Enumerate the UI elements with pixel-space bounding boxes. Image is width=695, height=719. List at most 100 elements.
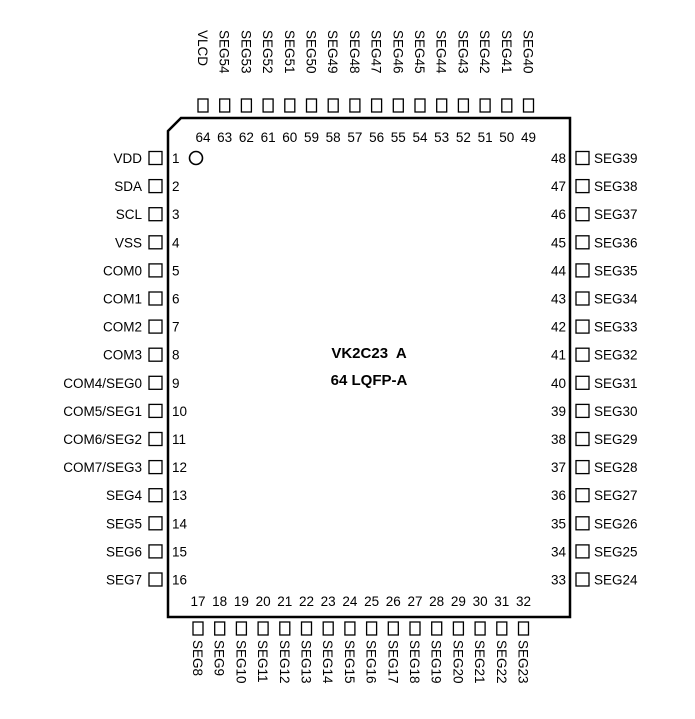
pin-label-28: SEG19 (429, 640, 444, 684)
pin-label-8: COM3 (103, 348, 142, 363)
pin-label-7: COM2 (103, 320, 142, 335)
pin-number-23: 23 (321, 594, 336, 609)
pins-layer: 1VDD2SDA3SCL4VSS5COM06COM17COM28COM39COM… (63, 30, 638, 684)
pin-label-1: VDD (113, 151, 142, 166)
pin-number-39: 39 (551, 404, 566, 419)
pin-pad-2 (148, 178, 163, 194)
pin-label-3: SCL (116, 207, 143, 222)
pin-pad-46 (575, 207, 590, 222)
pin-label-36: SEG27 (594, 488, 638, 503)
pin-number-8: 8 (172, 348, 180, 363)
pin-number-47: 47 (551, 179, 566, 194)
pin-pad-18 (214, 621, 226, 636)
pin-pad-35 (575, 516, 590, 531)
pin-pad-55 (392, 98, 404, 113)
pin-label-34: SEG25 (594, 544, 638, 559)
pin-label-4: VSS (115, 235, 142, 250)
pin-number-17: 17 (190, 594, 205, 609)
pin-label-42: SEG33 (594, 320, 638, 335)
pin-label-48: SEG39 (594, 151, 638, 166)
pin-pad-1 (148, 150, 163, 166)
pin-label-26: SEG17 (385, 640, 400, 684)
pin-label-24: SEG15 (342, 640, 357, 684)
pin-pad-50 (501, 98, 513, 113)
pin-pad-43 (575, 291, 590, 306)
pin-number-16: 16 (172, 573, 187, 588)
pin-number-61: 61 (261, 130, 276, 145)
pin-pad-15 (148, 544, 163, 559)
pin-number-26: 26 (386, 594, 401, 609)
pin-pad-63 (219, 98, 231, 113)
pin-number-1: 1 (172, 151, 180, 166)
pin-pad-52 (457, 98, 470, 113)
pin-number-60: 60 (282, 130, 297, 145)
pin-label-60: SEG51 (282, 30, 297, 74)
pin-number-44: 44 (551, 263, 567, 278)
pin-pad-12 (148, 459, 163, 475)
pin-number-62: 62 (239, 130, 254, 145)
pin-label-47: SEG38 (594, 179, 638, 194)
pin-number-32: 32 (516, 594, 531, 609)
pin-pad-17 (192, 621, 204, 636)
pin-number-41: 41 (551, 348, 566, 363)
pin-number-46: 46 (551, 207, 566, 222)
pin-number-14: 14 (172, 516, 188, 531)
pin-pad-6 (148, 291, 163, 306)
pin-number-20: 20 (256, 594, 271, 609)
pin-label-13: SEG4 (106, 488, 143, 503)
pin-pad-11 (148, 431, 163, 447)
pin-label-19: SEG10 (233, 640, 248, 684)
pin-pad-58 (327, 98, 339, 113)
pin-label-6: COM1 (103, 292, 142, 307)
pin-label-11: COM6/SEG2 (63, 432, 142, 447)
pin-label-20: SEG11 (255, 640, 270, 683)
pin-label-64: VLCD (195, 30, 210, 66)
pin-number-49: 49 (521, 130, 536, 145)
pin-label-2: SDA (114, 179, 142, 194)
pin-label-23: SEG14 (320, 640, 335, 684)
pin-number-35: 35 (551, 516, 566, 531)
pin-number-15: 15 (172, 544, 187, 559)
pin-label-44: SEG35 (594, 263, 638, 278)
pin-pad-41 (575, 347, 590, 362)
pin-number-19: 19 (234, 594, 249, 609)
pin-label-22: SEG13 (299, 640, 314, 684)
chip-name: VK2C23 A (331, 345, 406, 362)
pin-number-34: 34 (551, 544, 567, 559)
pin-pad-25 (365, 621, 378, 636)
pin1-marker (188, 150, 204, 166)
pin-label-63: SEG54 (217, 30, 232, 74)
pin-number-52: 52 (456, 130, 471, 145)
pin-number-9: 9 (172, 376, 180, 391)
pin-label-59: SEG50 (304, 30, 319, 74)
pin-pad-30 (474, 621, 486, 636)
pin-number-37: 37 (551, 460, 566, 475)
pin-number-55: 55 (391, 130, 406, 145)
pin-number-11: 11 (172, 432, 186, 447)
pin-pad-42 (575, 319, 590, 334)
pin-label-32: SEG23 (516, 640, 531, 684)
pin-pad-31 (496, 621, 508, 636)
pin-pad-61 (262, 98, 274, 113)
pin-label-40: SEG31 (594, 376, 638, 391)
pin-number-27: 27 (407, 594, 422, 609)
pin-label-5: COM0 (103, 263, 142, 278)
pin-pad-36 (575, 488, 590, 503)
pin-number-6: 6 (172, 292, 180, 307)
pin-pad-56 (370, 98, 383, 113)
pin-pad-8 (148, 347, 163, 362)
pin-label-43: SEG34 (594, 292, 638, 307)
pin-label-61: SEG52 (260, 30, 275, 74)
pin-number-53: 53 (434, 130, 449, 145)
pin-pad-16 (148, 572, 163, 587)
pin-label-57: SEG48 (347, 30, 362, 74)
pin-pad-53 (436, 98, 448, 113)
pin-label-15: SEG6 (106, 544, 142, 559)
pin-pad-32 (517, 621, 530, 636)
pin-pad-57 (349, 98, 361, 113)
pin-number-59: 59 (304, 130, 319, 145)
pin-number-56: 56 (369, 130, 384, 145)
pin-number-12: 12 (172, 460, 187, 475)
pin-label-14: SEG5 (106, 516, 142, 531)
pin-label-51: SEG42 (477, 30, 492, 74)
